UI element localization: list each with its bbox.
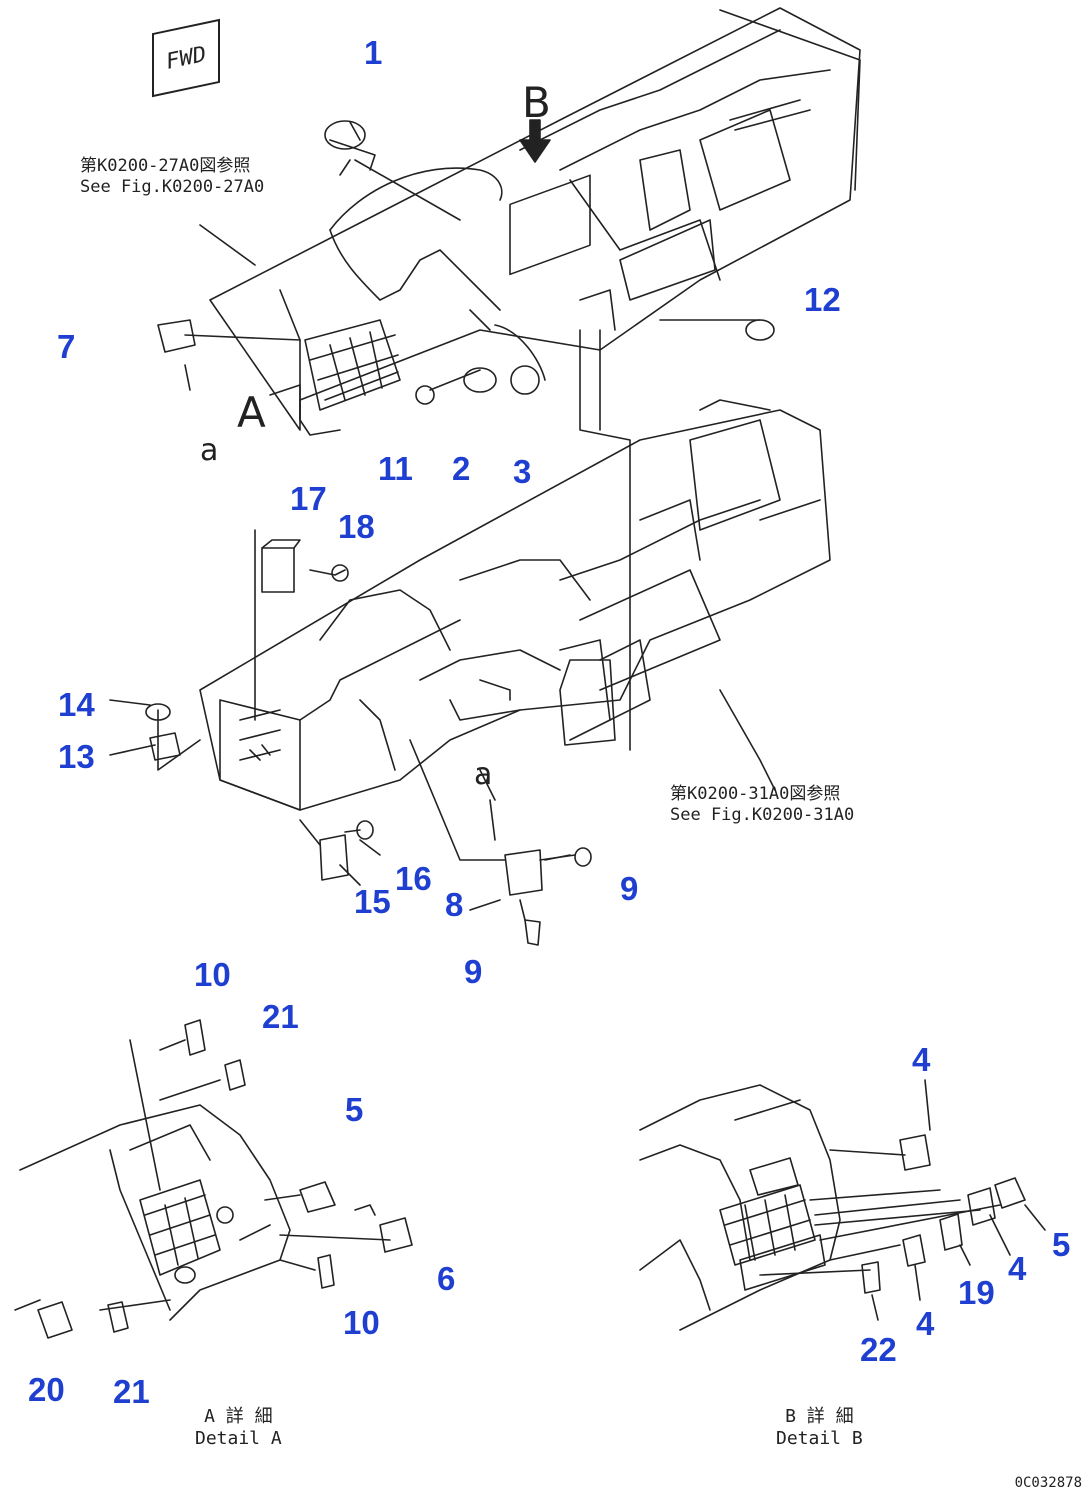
callout-3: 3	[513, 453, 532, 490]
detail-b-caption: B 詳 細 Detail B	[776, 1406, 863, 1449]
reference-note-upper-jp: 第K0200-27A0図参照	[80, 156, 251, 176]
reference-note-middle-jp: 第K0200-31A0図参照	[670, 784, 841, 804]
callout-2: 2	[452, 450, 471, 487]
detail-b-callout-4-bottom: 4	[916, 1305, 935, 1342]
callout-16: 16	[395, 860, 432, 897]
callout-9-right: 9	[620, 870, 639, 907]
callout-1: 1	[364, 34, 383, 71]
fwd-label: FWD	[166, 41, 206, 75]
callout-15: 15	[354, 883, 391, 920]
callout-9-lower: 9	[464, 953, 483, 990]
detail-a-callout-5: 5	[345, 1091, 364, 1128]
callout-11: 11	[378, 450, 413, 487]
view-letter-a: A	[237, 388, 266, 437]
callout-7: 7	[57, 328, 76, 365]
detail-a-callout-21-top: 21	[262, 998, 299, 1035]
connection-letter-a-lower: a	[474, 757, 493, 792]
callout-14: 14	[58, 686, 95, 723]
callout-17: 17	[290, 480, 327, 517]
detail-b-callout-4-right: 4	[1008, 1250, 1027, 1287]
reference-note-upper: 第K0200-27A0図参照 See Fig.K0200-27A0	[80, 156, 264, 199]
detail-b-callout-22: 22	[860, 1331, 897, 1368]
detail-b-caption-en: Detail B	[776, 1427, 863, 1449]
detail-b-callout-5: 5	[1052, 1226, 1071, 1263]
upper-small-parts	[157, 120, 775, 421]
detail-a-drawing	[14, 1019, 413, 1339]
callout-12: 12	[804, 281, 841, 318]
detail-a-callout-21-bottom: 21	[113, 1373, 150, 1410]
detail-b-caption-jp: B 詳 細	[785, 1406, 854, 1427]
detail-a-callout-10-top: 10	[194, 956, 231, 993]
callout-18: 18	[338, 508, 375, 545]
detail-a-caption-en: Detail A	[195, 1427, 282, 1449]
connection-letter-a-upper: a	[200, 433, 219, 468]
reference-note-middle: 第K0200-31A0図参照 See Fig.K0200-31A0	[670, 784, 854, 827]
detail-a-callout-20: 20	[28, 1371, 65, 1408]
detail-a-caption: A 詳 細 Detail A	[195, 1406, 282, 1449]
detail-a-callout-10-bottom: 10	[343, 1304, 380, 1341]
reference-note-upper-en: See Fig.K0200-27A0	[80, 177, 265, 198]
lower-small-parts	[145, 539, 592, 946]
view-b-arrow	[519, 119, 551, 163]
reference-note-middle-en: See Fig.K0200-31A0	[670, 805, 855, 826]
detail-a-caption-jp: A 詳 細	[204, 1406, 273, 1427]
callout-13: 13	[58, 738, 95, 775]
upper-leader-lines	[184, 121, 761, 751]
detail-b-callout-19: 19	[958, 1274, 995, 1311]
detail-b-drawing	[639, 1079, 1046, 1331]
view-letter-b: B	[522, 78, 551, 127]
drawing-code: 0C032878	[1014, 1475, 1082, 1491]
detail-b-callout-4-top: 4	[912, 1041, 931, 1078]
lower-leader-lines	[109, 529, 776, 921]
callout-8: 8	[445, 886, 464, 923]
dashboard-frame	[199, 399, 831, 811]
detail-a-callout-6: 6	[437, 1260, 456, 1297]
